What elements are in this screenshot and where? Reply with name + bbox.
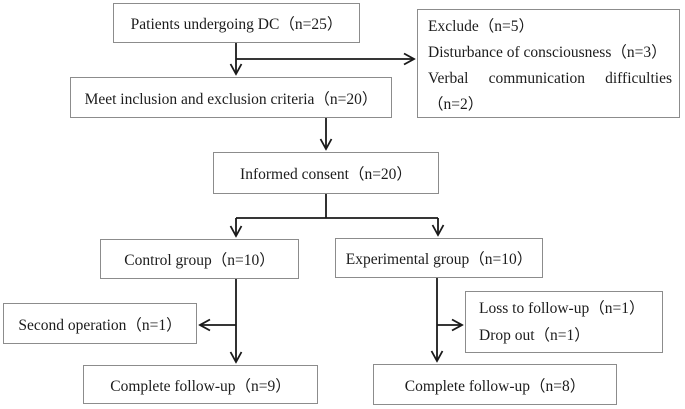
box-consent: Informed consent（n=20） (213, 152, 439, 194)
box-experimental-group: Experimental group（n=10） (335, 238, 543, 278)
box-criteria: Meet inclusion and exclusion criteria（n=… (70, 77, 392, 118)
box-complete-followup-experimental-label: Complete follow-up（n=8） (404, 377, 586, 395)
box-patients-label: Patients undergoing DC（n=25） (130, 16, 343, 33)
box-exclude-line-1: Exclude（n=5） (428, 18, 535, 35)
box-loss-dropout: Loss to follow-up（n=1） Drop out（n=1） (465, 291, 663, 353)
box-complete-followup-control-label: Complete follow-up（n=9） (110, 377, 291, 395)
box-control-group-label: Control group（n=10） (124, 252, 275, 269)
box-loss-line-1: Loss to follow-up（n=1） (479, 300, 645, 317)
box-consent-label: Informed consent（n=20） (240, 166, 412, 183)
box-patients: Patients undergoing DC（n=25） (113, 3, 360, 43)
box-complete-followup-experimental: Complete follow-up（n=8） (373, 364, 617, 405)
box-exclude-line-4: （n=2） (428, 96, 484, 113)
box-complete-followup-control: Complete follow-up（n=9） (83, 365, 318, 404)
box-exclude: Exclude（n=5） Disturbance of consciousnes… (417, 9, 680, 118)
box-exclude-line-2: Disturbance of consciousness（n=3） (428, 44, 667, 61)
box-second-operation-label: Second operation（n=1） (18, 316, 182, 334)
box-experimental-group-label: Experimental group（n=10） (345, 251, 533, 268)
box-exclude-line-3: Verbal communication difficulties (428, 70, 672, 87)
box-control-group: Control group（n=10） (100, 239, 299, 279)
box-criteria-label: Meet inclusion and exclusion criteria（n=… (84, 90, 378, 108)
box-second-operation: Second operation（n=1） (3, 303, 197, 344)
box-loss-line-2: Drop out（n=1） (479, 327, 590, 344)
